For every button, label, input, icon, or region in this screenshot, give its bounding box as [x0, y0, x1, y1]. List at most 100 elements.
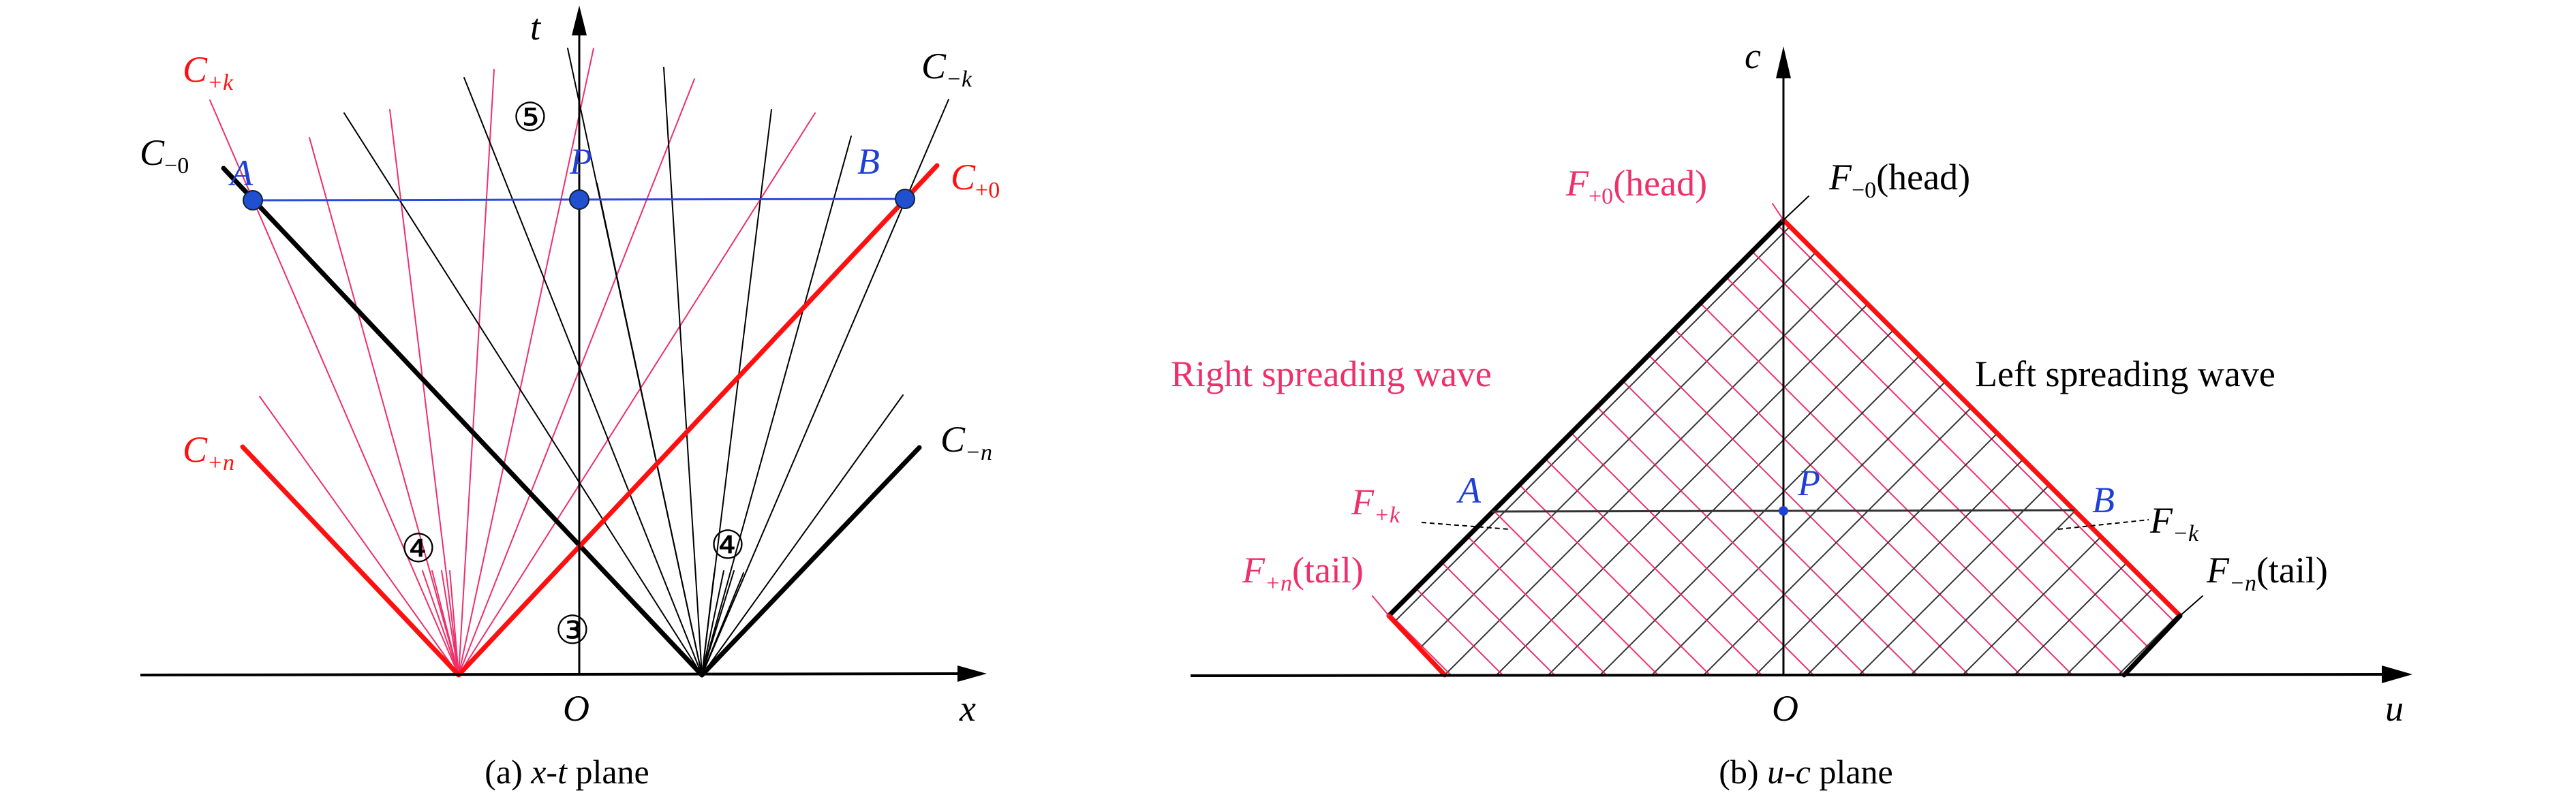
right-family-grid-line [2028, 220, 2180, 675]
left-family-grid-line [1463, 220, 2180, 675]
f-minus-n-tail-label: F−n(tail) [2206, 550, 2328, 596]
right-family-characteristic [259, 396, 459, 676]
right-family-characteristic [422, 570, 459, 676]
right-family-grid-line [1976, 220, 2180, 675]
left-family-grid-line [635, 62, 1385, 799]
left-family-grid-line [1389, 220, 1644, 675]
region-4-right-label: ④ [710, 522, 746, 568]
right-family-grid-line [1389, 220, 1847, 675]
u-axis [1190, 673, 2386, 677]
left-family-grid-line [1619, 220, 2180, 675]
right-family-characteristic [458, 78, 695, 676]
curve-c-plus-0 [456, 163, 940, 678]
right-family-grid-line [1389, 220, 1536, 675]
left-family-grid-line [1929, 220, 2180, 675]
point-p-dot-b [1779, 506, 1788, 516]
x-axis-label: x [959, 688, 976, 729]
left-family-grid-line [1389, 220, 1437, 675]
left-family-characteristic [701, 99, 949, 676]
left-family-grid-line [1389, 220, 1541, 675]
right-family-grid-line [2236, 62, 2576, 799]
curve-c-minus-n-label: C−n [940, 419, 992, 465]
left-family-grid-line [1389, 220, 2111, 675]
c-axis-label: c [1745, 35, 1761, 76]
point-a-dot [243, 190, 263, 210]
right-family-characteristic [431, 570, 459, 676]
f-plus-n-tail-label: F+n(tail) [1242, 550, 1364, 596]
f-plus-edge [1386, 217, 1786, 618]
curve-c-minus-n [699, 445, 922, 678]
left-family-characteristic [663, 67, 703, 676]
left-family-grid-line [1515, 220, 2180, 675]
left-family-grid-line [1389, 220, 1852, 675]
right-family-grid-line [1873, 220, 2180, 675]
f-minus-n-tail-edge [2121, 613, 2183, 678]
point-b-dot [895, 189, 915, 209]
region-5-label: ⑤ [512, 94, 548, 140]
left-family-grid-line [2033, 220, 2180, 675]
f-minus-k-label: F−k [2149, 500, 2199, 546]
left-family-characteristic [701, 394, 904, 676]
left-family-grid-line [1389, 220, 2007, 675]
right-family-characteristic [458, 112, 816, 676]
left-family-grid-line [1567, 220, 2180, 675]
f-minus-edge [1781, 217, 2183, 618]
curve-c-plus-k-label: C+k [183, 49, 234, 95]
left-family-characteristic [701, 570, 735, 676]
f-minus-n-tick [2179, 595, 2203, 616]
u-axis-arrow-icon [2382, 665, 2412, 683]
x-axis [140, 672, 968, 676]
right-family-grid-line [1510, 220, 2180, 675]
curve-c-plus-0-label: C+0 [951, 157, 1000, 203]
right-family-grid-line [1389, 220, 1640, 675]
curve-c-minus-0 [221, 166, 705, 678]
point-a-label: A [228, 153, 254, 193]
t-axis-arrow-icon [572, 5, 587, 35]
origin-label: O [563, 688, 589, 729]
right-family-grid-line [1389, 220, 2106, 675]
left-family-characteristic [701, 570, 724, 676]
region-4-left-label: ④ [401, 525, 436, 571]
wave-boundaries [1372, 195, 2203, 678]
region-3-label: ③ [555, 607, 590, 653]
point-b-label-b: B [2092, 480, 2115, 520]
point-b-label: B [857, 141, 880, 182]
u-axis-label: u [2385, 688, 2404, 729]
point-p-dot [569, 189, 589, 210]
curve-c-plus-n [240, 444, 461, 678]
right-family-grid-line [2080, 220, 2180, 675]
point-a-label-b: A [1456, 470, 1482, 511]
right-family-grid-line [1562, 220, 2180, 675]
right-family-grid-line [1458, 220, 2180, 675]
left-family-characteristic [463, 77, 703, 676]
right-family-grid-line [1614, 220, 2180, 675]
right-family-grid-line [2132, 220, 2180, 675]
right-family-grid-line [1925, 220, 2180, 675]
t-axis-label: t [530, 7, 542, 48]
f-plus-k-leader [1421, 522, 1510, 530]
x-axis-arrow-icon [957, 665, 987, 682]
curve-c-plus-n-label: C+n [183, 429, 234, 475]
f-plus-0-head-label: F+0(head) [1565, 163, 1707, 209]
right-family-grid-line [1389, 220, 1950, 675]
left-family-grid-line [1411, 220, 2162, 675]
right-family-characteristic [309, 137, 459, 676]
left-family-characteristic [701, 136, 852, 676]
characteristic-fans [209, 48, 949, 678]
curve-c-minus-k-label: C−k [921, 46, 972, 92]
f-minus-k-leader [2057, 519, 2149, 530]
panel-b-uc-plane: c u O A P B Right spreading wave Left sp… [635, 35, 2576, 799]
f-plus-0-tick [1772, 203, 1784, 221]
origin-label-b: O [1772, 688, 1798, 729]
panel-a-xt-plane: t x O A P B ⑤ ④ ④ ③ C+k C−k C−0 C+0 C+n … [140, 5, 1000, 791]
right-family-grid-line [1407, 220, 2158, 675]
f-plus-n-tick [1372, 595, 1390, 616]
left-family-grid-line [1389, 220, 1489, 675]
left-spreading-wave-label: Left spreading wave [1975, 354, 2275, 394]
panel-b-caption: (b) u-c plane [1719, 753, 1892, 791]
left-family-characteristic [596, 183, 703, 676]
point-p-label: P [569, 141, 592, 182]
left-family-characteristic [343, 112, 703, 676]
panel-a-caption: (a) x-t plane [485, 753, 649, 791]
